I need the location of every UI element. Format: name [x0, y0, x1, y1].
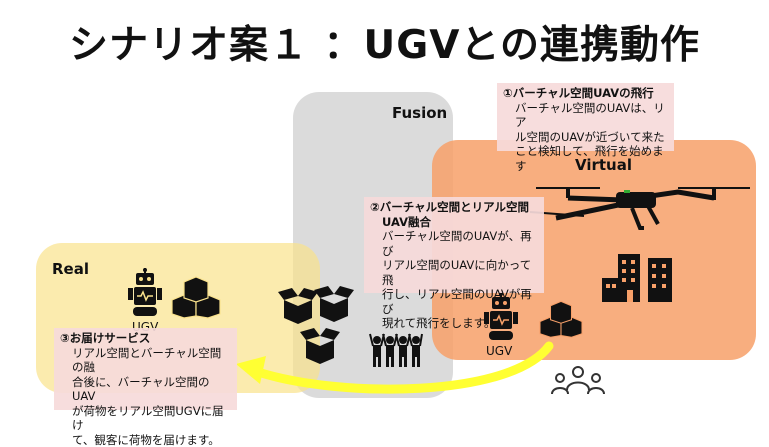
ugv-virtual-label: UGV: [486, 344, 512, 358]
callout-line: 合後に、バーチャル空間のUAV: [60, 375, 231, 404]
callout-fusion: ②バーチャル空間とリアル空間 UAV融合 バーチャル空間のUAVが、再び リアル…: [364, 197, 544, 293]
callout-line: こと検知して、飛行を始めます: [503, 144, 668, 173]
callout-heading: ③お届けサービス: [60, 331, 231, 346]
boxes-icon: [172, 274, 220, 318]
callout-heading: ①バーチャル空間UAVの飛行: [503, 86, 668, 101]
open-box-icon: [300, 326, 340, 366]
callout-line: リアル空間とバーチャル空間の融: [60, 346, 231, 375]
callout-line: バーチャル空間のUAVが、再び: [370, 229, 538, 258]
callout-line: 行し、リアル空間のUAVが再び: [370, 287, 538, 316]
buildings-icon: [602, 252, 676, 302]
drone-icon: [528, 178, 756, 248]
callout-line: リアル空間のUAVに向かって飛: [370, 258, 538, 287]
callout-line: バーチャル空間のUAVは、リア: [503, 101, 668, 130]
callout-line: が荷物をリアル空間UGVに届け: [60, 404, 231, 433]
open-box-icon: [278, 286, 318, 326]
callout-delivery: ③お届けサービス リアル空間とバーチャル空間の融 合後に、バーチャル空間のUAV…: [54, 328, 237, 410]
callout-heading: ②バーチャル空間とリアル空間: [370, 200, 538, 215]
callout-line: 現れて飛行をします。: [370, 316, 538, 331]
callout-line: て、観客に荷物を届けます。: [60, 433, 231, 447]
robot-icon: [128, 268, 162, 318]
open-box-icon: [314, 284, 354, 324]
callout-line: ル空間のUAVが近づいて来た: [503, 130, 668, 145]
audience-icon: [552, 366, 604, 396]
boxes-icon: [540, 298, 582, 338]
callout-uav-flight: ①バーチャル空間UAVの飛行 バーチャル空間のUAVは、リア ル空間のUAVが近…: [497, 83, 674, 151]
callout-heading: UAV融合: [370, 215, 538, 230]
crowd-icon: [370, 332, 422, 368]
